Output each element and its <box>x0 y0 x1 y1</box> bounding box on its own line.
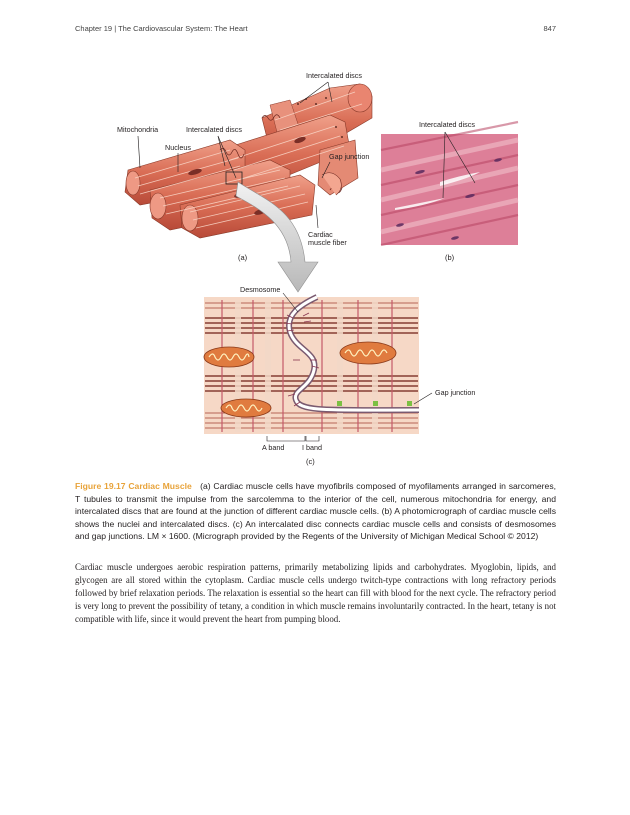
panel-c-illustration <box>203 292 433 442</box>
label-i-band: I band <box>302 443 322 452</box>
figure-19-17: Intercalated discs Mitochondria Intercal… <box>117 71 519 466</box>
panel-c-id: (c) <box>306 457 315 466</box>
panel-b-micrograph <box>380 120 519 247</box>
panel-a-id: (a) <box>238 253 248 262</box>
page-number: 847 <box>543 24 556 33</box>
label-intercalated-discs-top: Intercalated discs <box>306 71 362 80</box>
zoom-arrow <box>235 181 319 293</box>
label-desmosome: Desmosome <box>240 285 281 294</box>
caption-text: (a) Cardiac muscle cells have myofibrils… <box>75 481 556 542</box>
chapter-title: Chapter 19 | The Cardiovascular System: … <box>75 24 248 33</box>
figure-caption: Figure 19.17 Cardiac Muscle (a) Cardiac … <box>75 480 556 543</box>
label-a-band: A band <box>262 443 285 452</box>
label-nucleus: Nucleus <box>165 143 191 152</box>
label-cardiac-muscle-fiber-line2: muscle fiber <box>308 238 347 247</box>
figure-number: Figure 19.17 Cardiac Muscle <box>75 481 192 491</box>
body-paragraph: Cardiac muscle undergoes aerobic respira… <box>75 562 556 624</box>
label-intercalated-discs-b: Intercalated discs <box>419 120 475 129</box>
panel-b-id: (b) <box>445 253 455 262</box>
page-header: Chapter 19 | The Cardiovascular System: … <box>75 24 556 36</box>
panel-a-illustration <box>124 81 373 239</box>
label-mitochondria: Mitochondria <box>117 125 159 134</box>
label-gap-junction-c: Gap junction <box>435 388 476 397</box>
label-cardiac-muscle-fiber-line1: Cardiac <box>308 230 333 239</box>
label-intercalated-discs-left: Intercalated discs <box>186 125 242 134</box>
label-gap-junction-a: Gap junction <box>329 152 370 161</box>
